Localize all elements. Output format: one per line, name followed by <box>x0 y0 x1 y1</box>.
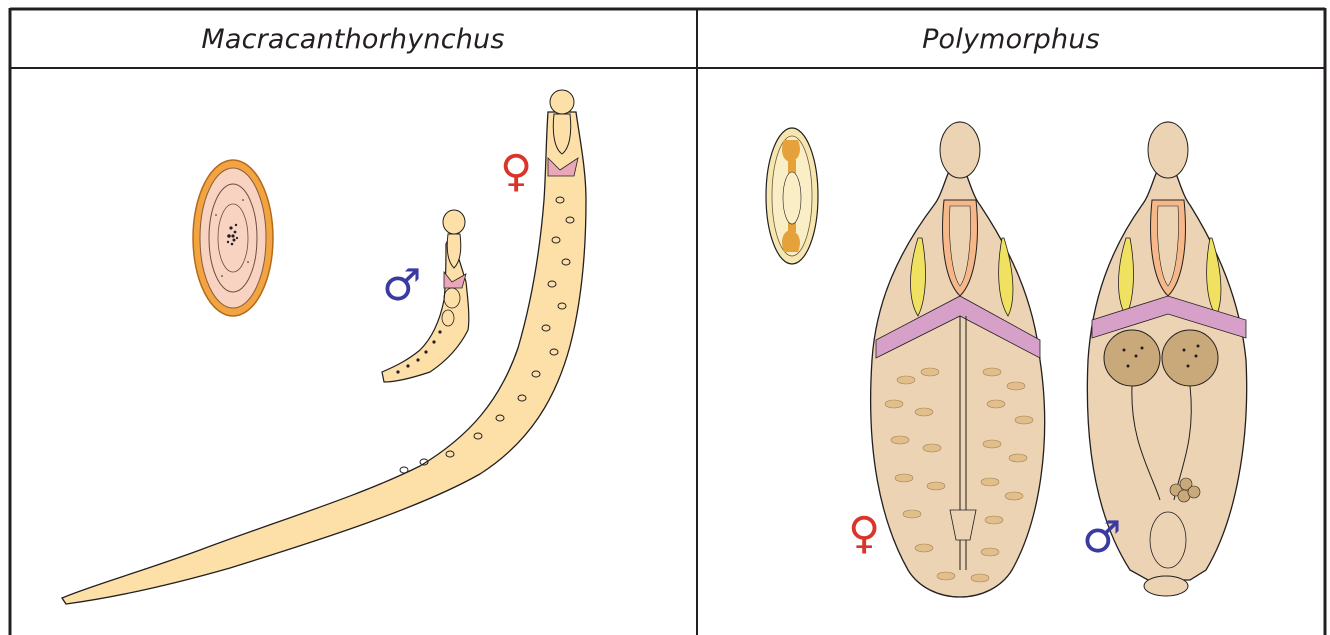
female-symbol: ♀ <box>848 512 880 556</box>
column-header-polymorphus: Polymorphus <box>697 10 1325 68</box>
macracanthorhynchus-egg <box>193 160 273 316</box>
polymorphus-female <box>871 122 1045 597</box>
male-symbol: ♂ <box>382 264 421 308</box>
column-header-macracanthorhynchus: Macracanthorhynchus <box>10 10 696 68</box>
polymorphus-egg <box>766 128 818 264</box>
male-symbol: ♂ <box>1082 516 1121 560</box>
female-symbol: ♀ <box>500 150 532 194</box>
